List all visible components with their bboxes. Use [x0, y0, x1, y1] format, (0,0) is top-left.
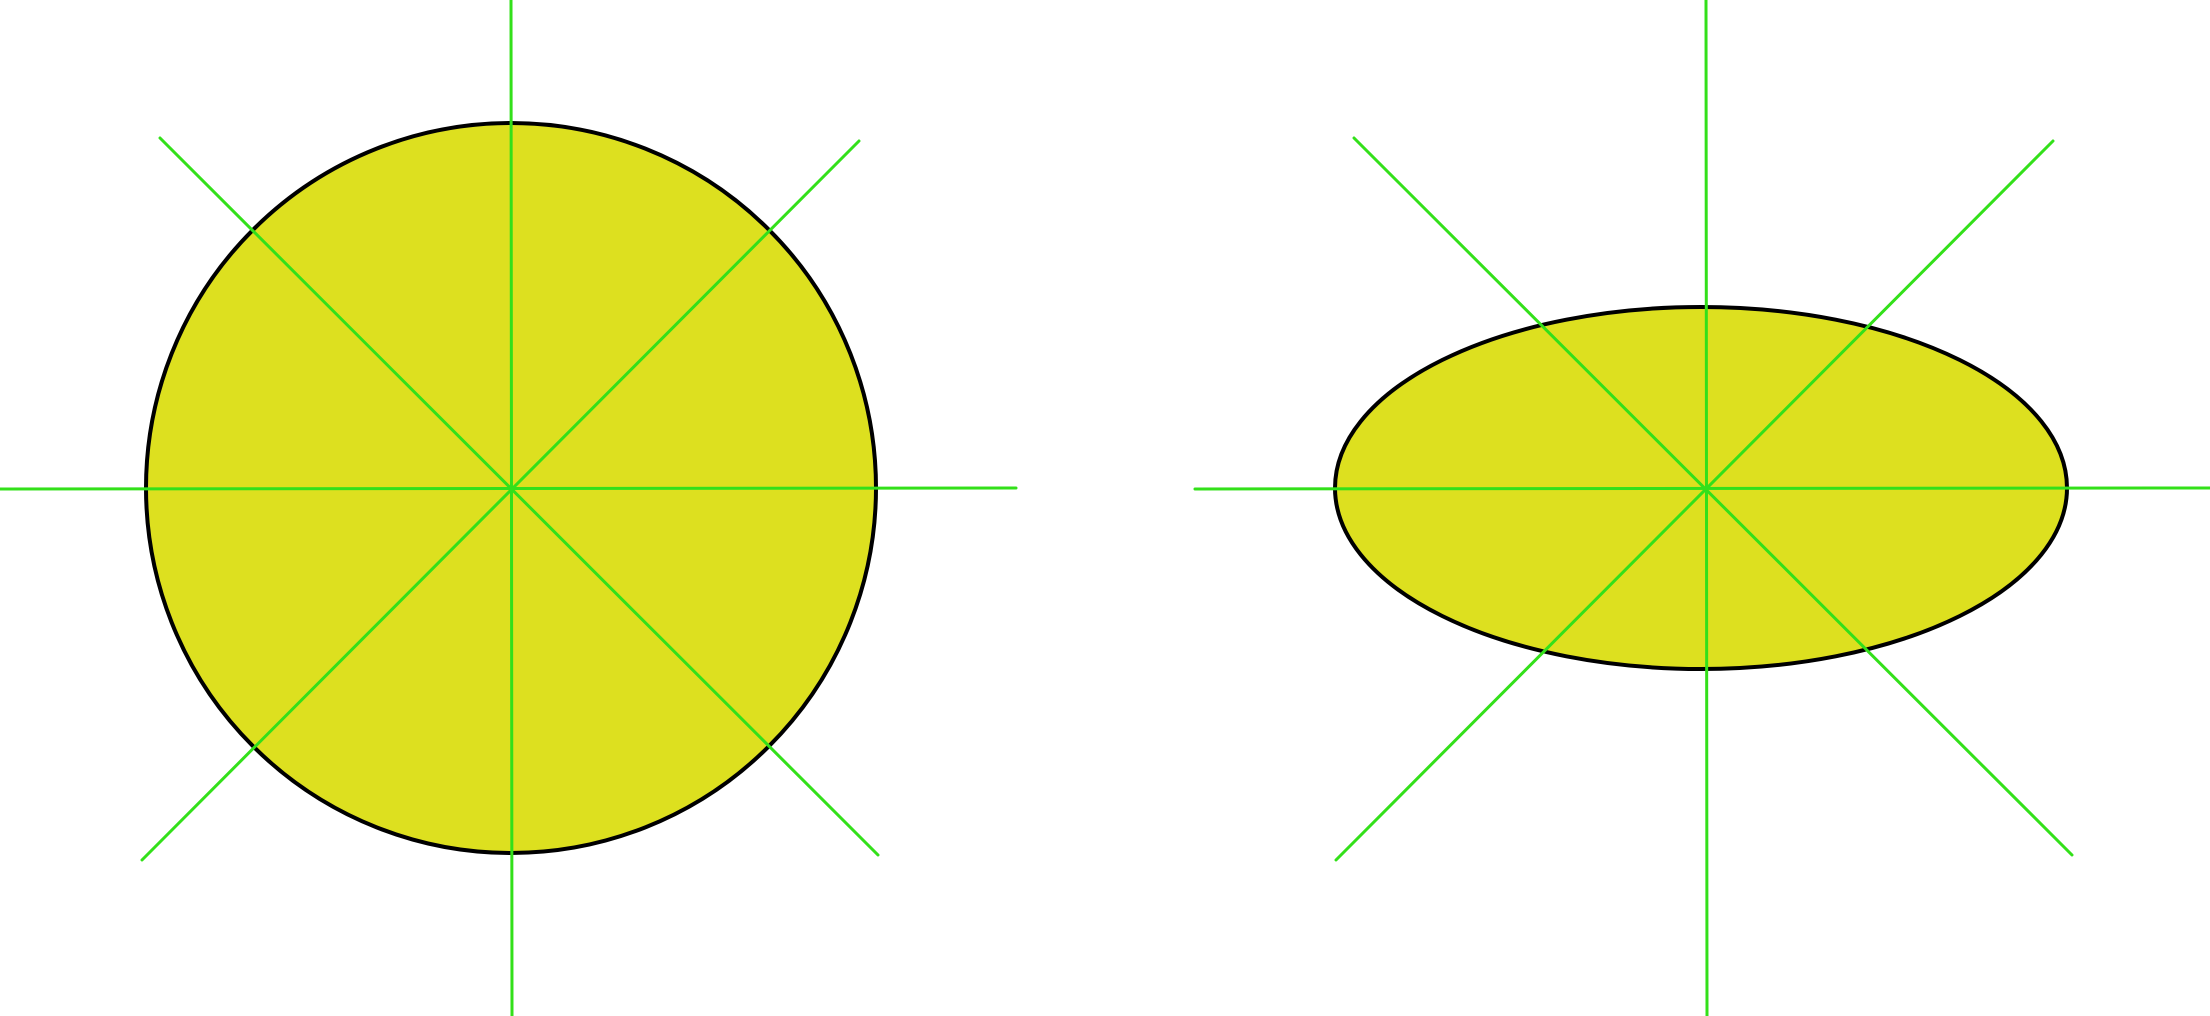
ellipse-horizontal-line [1193, 486, 2210, 491]
circle-diagonal-line-down [158, 136, 880, 857]
circle-lines [0, 0, 1018, 1016]
circle-horizontal-line [0, 486, 1018, 491]
ellipse-figure [1193, 0, 2210, 1016]
circle-diagonal-line-up [140, 139, 861, 862]
circle-figure [0, 0, 1018, 1016]
ellipse-vertical-line [1704, 0, 1709, 1016]
circle-vertical-line [509, 0, 514, 1016]
ellipse-diagonal-line-up [1334, 139, 2055, 862]
ellipse-diagonal-line-down [1352, 136, 2074, 857]
ellipse-lines [1193, 0, 2210, 1016]
